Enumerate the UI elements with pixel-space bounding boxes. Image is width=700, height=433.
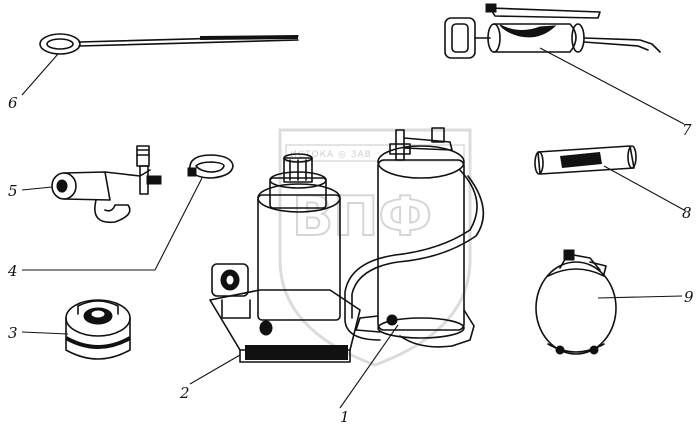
part-canister	[535, 249, 617, 355]
callout-9: 9	[684, 288, 694, 306]
part-grease-gun	[444, 3, 661, 59]
part-tank-pump	[344, 127, 485, 348]
part-hook-wrench	[51, 145, 162, 224]
callout-5: 5	[8, 182, 18, 200]
part-rod-with-loop	[39, 33, 299, 55]
watermark: ИСТОКА ◎ ЗАВ ВПФ	[278, 128, 472, 367]
watermark-banner-text: ИСТОКА ◎ ЗАВ	[290, 150, 372, 160]
callout-8: 8	[682, 204, 692, 222]
part-ring	[187, 154, 234, 179]
callout-labels: 1 2 3 4 5 6 7 8 9	[7, 94, 694, 426]
callout-1: 1	[340, 408, 350, 426]
watermark-banner	[285, 144, 465, 162]
callout-3: 3	[8, 324, 18, 342]
part-tube	[534, 145, 637, 175]
leader-lines	[21, 47, 685, 409]
part-cap-nut	[65, 299, 131, 360]
callout-4: 4	[7, 262, 18, 280]
callout-2: 2	[179, 384, 190, 402]
watermark-shield	[278, 128, 472, 367]
callout-6: 6	[8, 94, 18, 112]
part-bottle-jack	[209, 153, 361, 363]
callout-7: 7	[682, 121, 692, 139]
